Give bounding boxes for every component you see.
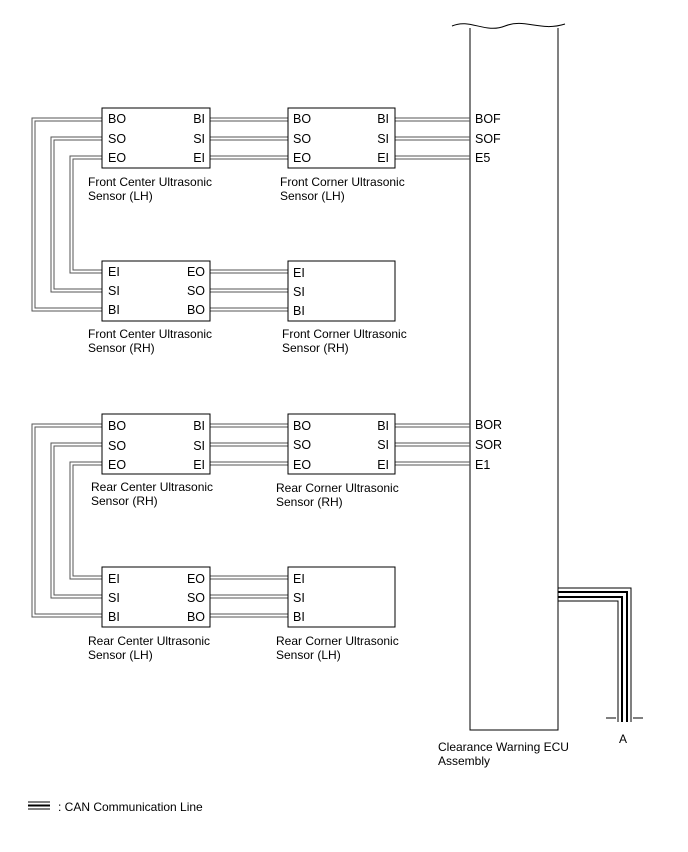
rear-corner-sensor-rh: BO SO EO BI SI EI Rear Corner Ultrasonic… (276, 413, 399, 509)
pin-ei: EI (377, 151, 389, 165)
ecu-pin-labels: BOF SOF E5 BOR SOR E1 (475, 112, 502, 472)
sensor-label: Sensor (RH) (282, 341, 349, 355)
pin-so: SO (187, 591, 205, 605)
sensor-label: Sensor (LH) (88, 648, 153, 662)
sensor-label: Sensor (LH) (88, 189, 153, 203)
pin-ei: EI (193, 151, 205, 165)
pin-bi: BI (108, 610, 120, 624)
pin-so: SO (293, 438, 311, 452)
sensor-label: Front Corner Ultrasonic (282, 327, 407, 341)
front-wires (31, 117, 470, 312)
front-corner-sensor-lh: BO SO EO BI SI EI Front Corner Ultrasoni… (280, 107, 405, 203)
pin-bo: BO (293, 112, 311, 126)
pin-bi: BI (377, 419, 389, 433)
rear-wires (31, 423, 470, 618)
ecu-label: Assembly (438, 754, 490, 768)
pin-si: SI (293, 591, 305, 605)
sensor-label: Front Center Ultrasonic (88, 327, 212, 341)
pin-bo: BO (187, 303, 205, 317)
pin-bo: BO (108, 419, 126, 433)
front-center-sensor-rh: EI SI BI EO SO BO Front Center Ultrasoni… (88, 260, 212, 355)
pin-ei: EI (377, 458, 389, 472)
sensor-label: Sensor (RH) (88, 341, 155, 355)
pin-bi: BI (193, 112, 205, 126)
can-communication-lines (558, 587, 643, 722)
ecu-pin-bof: BOF (475, 112, 501, 126)
pin-si: SI (193, 439, 205, 453)
pin-bo: BO (187, 610, 205, 624)
pin-bi: BI (293, 304, 305, 318)
legend: : CAN Communication Line (28, 800, 203, 814)
pin-so: SO (108, 132, 126, 146)
ecu-pin-bor: BOR (475, 418, 502, 432)
pin-bi: BI (293, 610, 305, 624)
pin-so: SO (293, 132, 311, 146)
ecu-pin-sof: SOF (475, 132, 501, 146)
sensor-label: Front Center Ultrasonic (88, 175, 212, 189)
pin-si: SI (108, 284, 120, 298)
pin-si: SI (108, 591, 120, 605)
pin-bo: BO (108, 112, 126, 126)
sensor-label: Sensor (RH) (276, 495, 343, 509)
pin-eo: EO (187, 572, 205, 586)
pin-bi: BI (377, 112, 389, 126)
sensor-label: Rear Center Ultrasonic (91, 480, 213, 494)
pin-eo: EO (187, 265, 205, 279)
ecu-pin-sor: SOR (475, 438, 502, 452)
ecu-body (469, 28, 559, 731)
pin-ei: EI (193, 458, 205, 472)
ecu-assembly (451, 22, 566, 731)
sensor-label: Front Corner Ultrasonic (280, 175, 405, 189)
pin-so: SO (108, 439, 126, 453)
connector-label: A (619, 732, 627, 746)
pin-si: SI (193, 132, 205, 146)
pin-si: SI (293, 285, 305, 299)
sensor-label: Sensor (LH) (280, 189, 345, 203)
pin-ei: EI (108, 265, 120, 279)
ecu-break-line (451, 22, 566, 29)
sensor-label: Sensor (LH) (276, 648, 341, 662)
ecu-pin-e1: E1 (475, 458, 490, 472)
pin-si: SI (377, 438, 389, 452)
pin-bo: BO (293, 419, 311, 433)
pin-so: SO (187, 284, 205, 298)
ecu-pin-e5: E5 (475, 151, 490, 165)
ecu-label: Clearance Warning ECU (438, 740, 569, 754)
pin-ei: EI (108, 572, 120, 586)
pin-si: SI (377, 132, 389, 146)
can-line-legend-icon (28, 801, 50, 810)
sensor-label: Rear Center Ultrasonic (88, 634, 210, 648)
sensor-label: Rear Corner Ultrasonic (276, 634, 399, 648)
sensor-label: Rear Corner Ultrasonic (276, 481, 399, 495)
front-corner-sensor-rh: EI SI BI Front Corner Ultrasonic Sensor … (282, 260, 407, 355)
sensor-label: Sensor (RH) (91, 494, 158, 508)
pin-bi: BI (193, 419, 205, 433)
front-center-sensor-lh: BO SO EO BI SI EI Front Center Ultrasoni… (88, 107, 212, 203)
rear-center-sensor-rh: BO SO EO BI SI EI Rear Center Ultrasonic… (91, 413, 213, 508)
pin-eo: EO (108, 151, 126, 165)
pin-ei: EI (293, 572, 305, 586)
pin-eo: EO (293, 151, 311, 165)
rear-center-sensor-lh: EI SI BI EO SO BO Rear Center Ultrasonic… (88, 566, 211, 662)
pin-eo: EO (293, 458, 311, 472)
legend-text: : CAN Communication Line (58, 800, 203, 814)
pin-eo: EO (108, 458, 126, 472)
pin-ei: EI (293, 266, 305, 280)
pin-bi: BI (108, 303, 120, 317)
rear-corner-sensor-lh: EI SI BI Rear Corner Ultrasonic Sensor (… (276, 566, 399, 662)
